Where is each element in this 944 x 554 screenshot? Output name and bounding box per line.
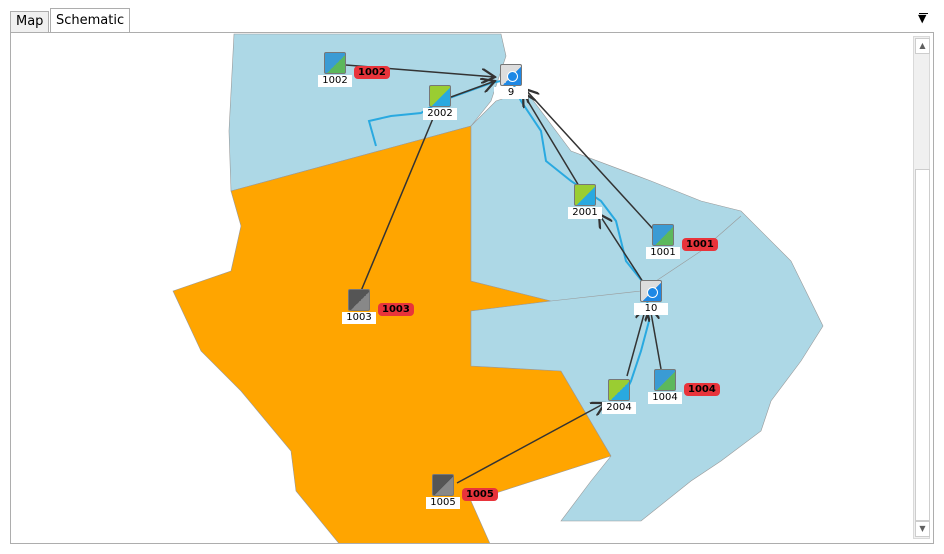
status-badge: 1002 [354, 66, 390, 79]
node-label: 2002 [423, 108, 457, 120]
node-label: 1004 [648, 392, 682, 404]
status-badge: 1005 [462, 488, 498, 501]
catchment-icon [652, 224, 674, 246]
reservoir-icon [348, 289, 370, 311]
status-badge: 1004 [684, 383, 720, 396]
river-reach-icon [608, 379, 630, 401]
node-10[interactable]: 10 [634, 280, 668, 315]
node-label: 1002 [318, 75, 352, 87]
schematic-map [172, 33, 824, 543]
node-label: 10 [634, 303, 668, 315]
scroll-thumb[interactable] [915, 169, 930, 521]
node-2004[interactable]: 2004 [602, 379, 636, 414]
tab-schematic[interactable]: Schematic [50, 8, 131, 33]
catchment-icon [324, 52, 346, 74]
junction-icon [640, 280, 662, 302]
node-label: 1003 [342, 312, 376, 324]
status-badge: 1001 [682, 238, 718, 251]
river-reach-icon [574, 184, 596, 206]
node-label: 9 [494, 87, 528, 99]
reservoir-icon [432, 474, 454, 496]
node-9[interactable]: 9 [494, 64, 528, 99]
junction-icon [500, 64, 522, 86]
node-label: 2004 [602, 402, 636, 414]
node-2002[interactable]: 2002 [423, 85, 457, 120]
node-label: 1001 [646, 247, 680, 259]
status-badge: 1003 [378, 303, 414, 316]
catchment-icon [654, 369, 676, 391]
vertical-scrollbar[interactable]: ▲ ▼ [913, 36, 930, 539]
basin-north[interactable] [228, 33, 507, 192]
menu-bar [919, 13, 928, 14]
river-reach-icon [429, 85, 451, 107]
scroll-up-button[interactable]: ▲ [915, 38, 930, 54]
node-2001[interactable]: 2001 [568, 184, 602, 219]
node-label: 1005 [426, 497, 460, 509]
tab-map[interactable]: Map [10, 11, 50, 32]
dropdown-triangle-icon[interactable]: ▼ [918, 12, 927, 25]
scroll-down-button[interactable]: ▼ [915, 521, 930, 537]
node-label: 2001 [568, 207, 602, 219]
